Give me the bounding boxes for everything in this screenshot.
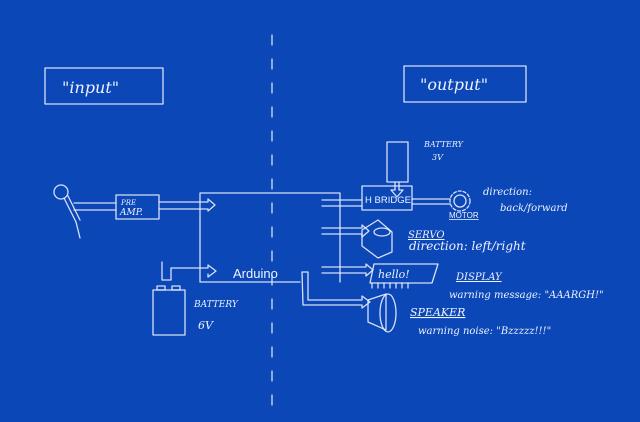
battery-3v-label: BATTERY: [423, 140, 464, 149]
servo-desc: direction: left/right: [409, 239, 526, 253]
output-label-box: [403, 65, 527, 103]
battery-wire: [161, 261, 217, 281]
input-label: "input": [62, 78, 119, 97]
display-screen-text: hello!: [378, 268, 410, 281]
display-wire: [321, 263, 374, 277]
battery-3v-voltage: 3V: [432, 153, 444, 162]
hbridge-label: H BRIDGE: [365, 195, 411, 206]
battery-6v-voltage: 6V: [198, 319, 214, 332]
display-desc: warning message: "AAARGH!": [449, 290, 604, 301]
motor-desc-2: back/forward: [500, 203, 568, 214]
battery-3v-icon: [386, 141, 409, 183]
speaker-wire: [301, 271, 371, 309]
preamp-arrow: [158, 198, 216, 212]
hbridge-wire: [321, 199, 363, 207]
display-icon: [369, 263, 439, 289]
battery-6v-label: BATTERY: [193, 300, 239, 310]
output-label: "output": [420, 75, 488, 94]
motor-desc-1: direction:: [483, 187, 532, 198]
servo-icon: [361, 219, 393, 259]
motor-label: MOTOR: [449, 211, 479, 220]
hbridge-box: [361, 185, 413, 211]
display-label: DISPLAY: [455, 272, 503, 283]
speaker-desc: warning noise: "Bzzzzz!!!": [418, 326, 551, 337]
motor-wire: [411, 198, 451, 205]
speaker-icon: [367, 293, 397, 333]
servo-label: SERVO: [408, 230, 445, 241]
input-label-box: [44, 67, 164, 105]
battery-6v-icon: [152, 289, 186, 336]
motor-gear-icon: [449, 190, 471, 212]
preamp-box: [115, 194, 160, 220]
preamp-line2: AMP.: [119, 208, 143, 218]
arduino-label: Arduino: [233, 266, 278, 281]
speaker-label: SPEAKER: [410, 306, 465, 319]
preamp-line1: PRE: [120, 199, 136, 207]
microphone-icon: [53, 184, 81, 239]
arduino-box: [199, 192, 341, 283]
mic-wire: [73, 202, 117, 211]
